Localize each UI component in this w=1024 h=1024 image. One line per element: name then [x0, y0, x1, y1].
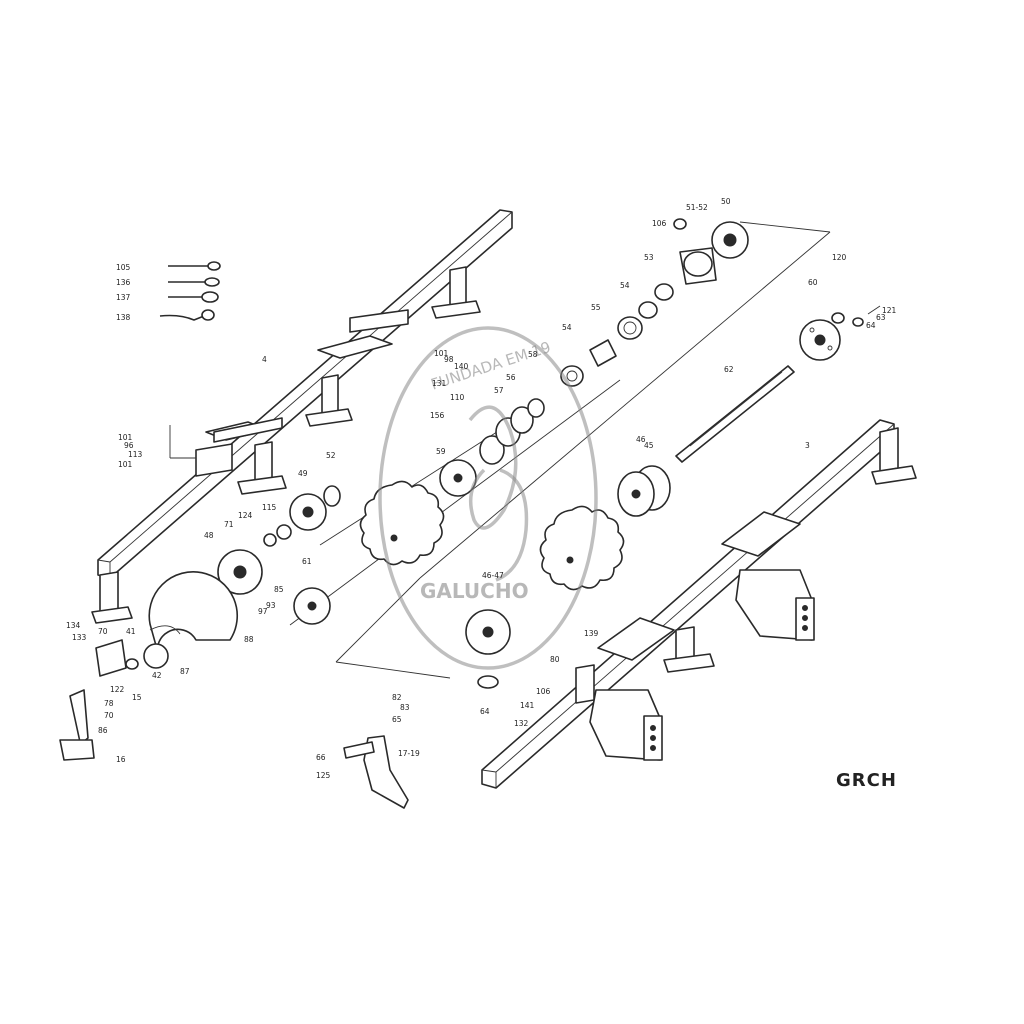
part-label: 106: [652, 219, 667, 228]
part-label: 115: [262, 503, 277, 512]
scalloped-disc-left: [359, 480, 445, 566]
drawing-code: GRCH: [836, 770, 897, 791]
part-label: 70: [104, 711, 114, 720]
part-label: 58: [528, 350, 538, 359]
part-label: 61: [302, 557, 312, 566]
part-label: 53: [644, 253, 654, 262]
part-label: 56: [506, 373, 516, 382]
part-label: 101: [434, 349, 449, 358]
part-label: 71: [224, 520, 234, 529]
shank-parts: [59, 639, 499, 809]
part-label: 106: [536, 687, 551, 696]
part-label: 139: [584, 629, 599, 638]
part-label: 57: [494, 386, 504, 395]
part-label: 124: [238, 511, 253, 520]
part-label: 80: [550, 655, 560, 664]
part-label: 96: [124, 441, 134, 450]
part-label: 125: [316, 771, 331, 780]
part-label: 54: [562, 323, 572, 332]
part-labels: 4 3 50 51-52 106 53 54 55 54 120 60 121 …: [66, 197, 897, 780]
hub-parts: [217, 398, 545, 655]
part-label: 46: [636, 435, 646, 444]
part-label: 122: [110, 685, 125, 694]
part-label: 156: [430, 411, 445, 420]
part-label: 16: [116, 755, 126, 764]
right-frame-beam: [481, 419, 917, 789]
part-label: 42: [152, 671, 162, 680]
part-label: 82: [392, 693, 402, 702]
part-label: 4: [262, 355, 267, 364]
pulley-part: [617, 465, 671, 517]
part-label: 52: [326, 451, 336, 460]
part-label: 113: [128, 450, 143, 459]
tools: [159, 261, 221, 321]
part-label: 97: [258, 607, 268, 616]
part-label: 132: [514, 719, 529, 728]
shaft-part: [675, 365, 795, 463]
part-label: 121: [882, 306, 897, 315]
part-label: 65: [392, 715, 402, 724]
part-label: 46-47: [482, 571, 504, 580]
part-label: 78: [104, 699, 114, 708]
part-label: 140: [454, 362, 469, 371]
part-label: 98: [444, 355, 454, 364]
part-label: 50: [721, 197, 731, 206]
part-label: 70: [98, 627, 108, 636]
part-label: 62: [724, 365, 734, 374]
part-label: 49: [298, 469, 308, 478]
part-label: 136: [116, 278, 131, 287]
part-label: 45: [644, 441, 654, 450]
part-label: 105: [116, 263, 131, 272]
part-label: 86: [98, 726, 108, 735]
part-label: 48: [204, 531, 214, 540]
part-label: 87: [180, 667, 190, 676]
part-label: 15: [132, 693, 142, 702]
part-label: 3: [805, 441, 810, 450]
part-label: 64: [866, 321, 876, 330]
part-label: 131: [432, 379, 447, 388]
part-label: 55: [591, 303, 601, 312]
part-label: 101: [118, 460, 133, 469]
part-label: 63: [876, 313, 886, 322]
part-label: 138: [116, 313, 131, 322]
part-label: 120: [832, 253, 847, 262]
large-disc: [125, 571, 239, 670]
part-label: 134: [66, 621, 81, 630]
part-label: 83: [400, 703, 410, 712]
part-label: 133: [72, 633, 87, 642]
part-label: 41: [126, 627, 136, 636]
part-label: 85: [274, 585, 284, 594]
assembly-guide-lines: [289, 221, 831, 679]
part-label: 110: [450, 393, 465, 402]
part-label: 17-19: [398, 749, 420, 758]
part-label: 88: [244, 635, 254, 644]
part-label: 66: [316, 753, 326, 762]
part-label: 64: [480, 707, 490, 716]
left-frame-beam: [91, 209, 513, 624]
part-label: 101: [118, 433, 133, 442]
part-label: 54: [620, 281, 630, 290]
bearing-group: [560, 218, 881, 387]
part-label: 51-52: [686, 203, 708, 212]
scalloped-disc-right: [539, 505, 625, 591]
stamp-top-text: FUNDADA EM 19: [429, 338, 553, 394]
stamp-name-text: GALUCHO: [420, 579, 529, 603]
part-label: 93: [266, 601, 276, 610]
part-label: 137: [116, 293, 131, 302]
part-label: 141: [520, 701, 535, 710]
part-label: 60: [808, 278, 818, 287]
part-label: 59: [436, 447, 446, 456]
